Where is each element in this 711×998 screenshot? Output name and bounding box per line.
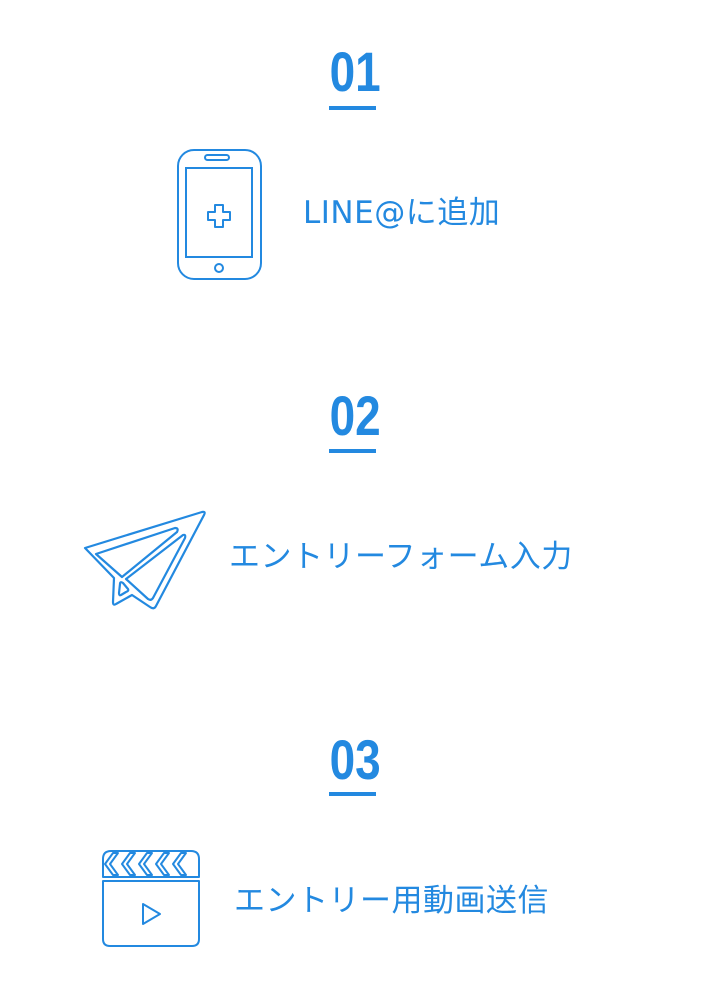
step-underline	[329, 106, 376, 110]
step-number: 02	[0, 388, 711, 444]
step-underline	[329, 449, 376, 453]
step-number-text: 01	[329, 40, 382, 103]
smartphone-plus-icon	[177, 149, 262, 280]
paper-plane-icon	[83, 510, 206, 610]
step-underline	[329, 792, 376, 796]
step-number-text: 03	[329, 728, 382, 791]
step-label: エントリーフォーム入力	[229, 539, 573, 575]
step-number: 01	[0, 44, 711, 100]
step-label: エントリー用動画送信	[234, 883, 549, 919]
step-number: 03	[0, 732, 711, 788]
step-label: LINE@に追加	[303, 195, 501, 231]
step-number-text: 02	[329, 384, 382, 447]
video-clapperboard-icon	[102, 850, 200, 947]
